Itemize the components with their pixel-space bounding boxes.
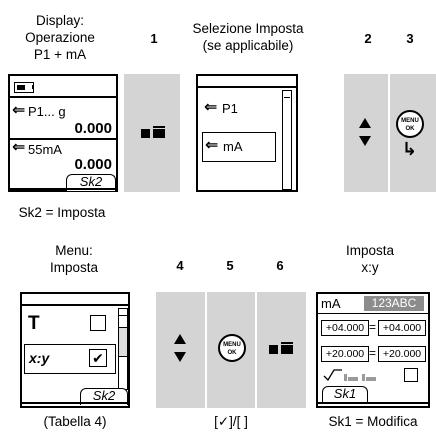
checkbox-unchecked[interactable]: [404, 368, 418, 382]
display-title-2: Operazione: [25, 30, 95, 45]
linearity-icon: [322, 368, 394, 382]
select-item-ma: mA: [223, 139, 243, 154]
down-arrow-icon: [174, 352, 186, 362]
imposta-title-2: x:y: [361, 260, 379, 275]
scrollbar[interactable]: [118, 308, 128, 390]
down-arrow-icon: [359, 136, 371, 146]
up-arrow-icon: [174, 334, 186, 344]
menu-item-xy-label: x:y: [29, 350, 50, 366]
softkey-sk1[interactable]: Sk1: [322, 386, 368, 404]
row2-left-field[interactable]: +20.000: [321, 346, 369, 362]
display-screen: ⇐ P1... g 0.000 ⇐ 55mA 0.000 Sk2: [8, 74, 118, 192]
display-title-1: Display:: [35, 13, 84, 28]
row2-equals: =: [369, 346, 377, 360]
row1-left-field[interactable]: +04.000: [321, 320, 369, 336]
up-arrow-icon: [359, 118, 371, 128]
step-1: 1: [150, 31, 158, 46]
row1-label: P1... g: [28, 104, 66, 119]
menu-title-2: Imposta: [49, 260, 99, 275]
row2-value: 0.000: [74, 156, 112, 173]
row2-right-field[interactable]: +20.000: [378, 346, 426, 362]
plug-icon: ⇐: [204, 99, 218, 116]
step-3: 3: [406, 31, 414, 46]
row2-label: 55mA: [28, 142, 62, 157]
row1-right-field[interactable]: +04.000: [378, 320, 426, 336]
enter-arrow-icon: ↳: [402, 139, 418, 159]
imposta-screen: mA 123ABC +04.000 = +04.000 +20.000 = +2…: [316, 292, 430, 408]
checkbox-unchecked[interactable]: [90, 315, 106, 331]
battery-icon: [14, 82, 34, 93]
checkbox-checked: ✔: [89, 349, 107, 367]
scrollbar[interactable]: [282, 90, 292, 190]
display-title-3: P1 + mA: [33, 47, 87, 62]
menu-screen: T x:y ✔ Sk2: [20, 292, 130, 408]
softkey-sk2[interactable]: Sk2: [80, 388, 128, 405]
plug-icon: ⇐: [12, 102, 26, 119]
menu-item-xy-row[interactable]: x:y ✔: [24, 344, 116, 374]
step-6: 6: [276, 258, 284, 273]
select-item-ma-box[interactable]: ⇐ mA: [202, 132, 276, 162]
softkey-press-icon: [269, 342, 293, 354]
imposta-title-1: Imposta: [345, 243, 395, 258]
select-title-1: Selezione Imposta: [192, 21, 304, 36]
select-title-2: (se applicabile): [202, 38, 294, 53]
input-mode-badge[interactable]: 123ABC: [364, 296, 424, 311]
row1-value: 0.000: [74, 120, 112, 137]
step-5: 5: [226, 258, 234, 273]
plug-icon: ⇐: [205, 137, 219, 154]
step-2: 2: [364, 31, 372, 46]
softkey-press-icon: [141, 126, 165, 138]
step1-panel: [124, 74, 180, 192]
check-bottom-caption: [✓]/[ ]: [214, 414, 248, 429]
imposta-bottom-caption: Sk1 = Modifica: [328, 414, 418, 429]
unit-label: mA: [321, 296, 341, 311]
select-item-p1[interactable]: P1: [222, 101, 238, 116]
select-screen: ⇐ P1 ⇐ mA: [196, 74, 298, 192]
plug-icon: ⇐: [12, 139, 26, 156]
menu-bottom-caption: (Tabella 4): [43, 414, 107, 429]
text-t-icon: T: [28, 313, 40, 334]
step-4: 4: [176, 258, 184, 273]
menu-title-1: Menu:: [55, 243, 93, 258]
row1-equals: =: [369, 320, 377, 334]
softkey-sk2[interactable]: Sk2: [66, 174, 116, 191]
display-bottom-caption: Sk2 = Imposta: [18, 205, 106, 220]
